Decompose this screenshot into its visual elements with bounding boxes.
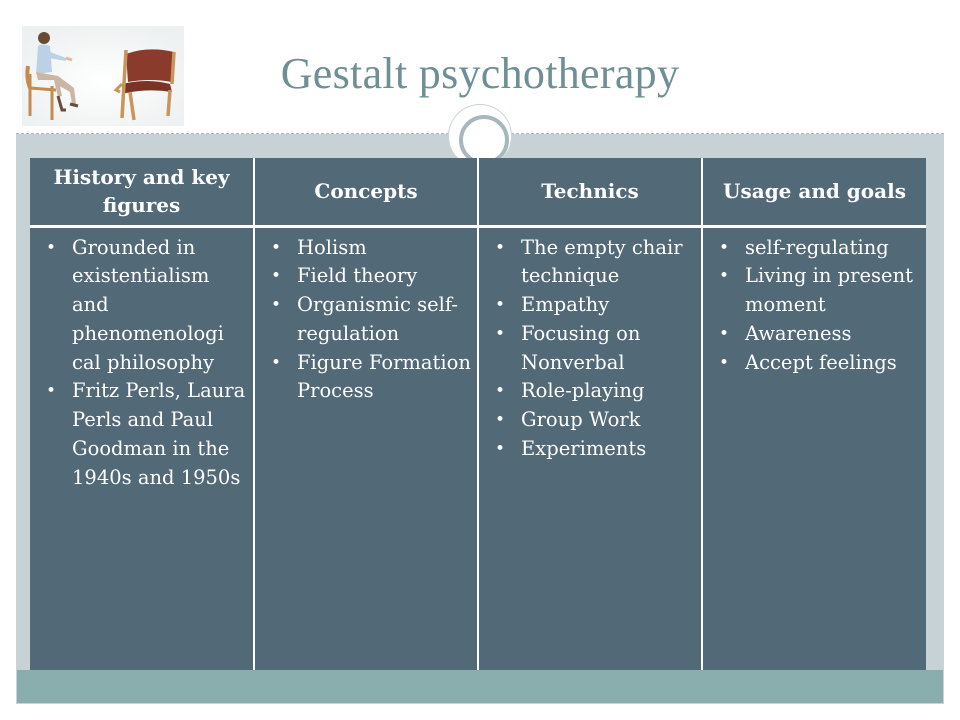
list-item: Living in present moment [715,262,922,320]
list-item: Role-playing [491,377,697,406]
column-header-concepts: Concepts [254,158,479,228]
history-list: Grounded in existentialism and phenomeno… [42,234,249,493]
list-item: Fritz Perls, Laura Perls and Paul Goodma… [42,377,249,492]
list-item: Accept feelings [715,349,922,378]
slide-title: Gestalt psychotherapy [280,49,680,98]
history-cell: Grounded in existentialism and phenomeno… [30,226,255,670]
technics-list: The empty chair technique Empathy Focusi… [491,234,697,464]
list-item: Empathy [491,291,697,320]
list-item: Holism [267,234,473,263]
column-header-usage: Usage and goals [702,158,926,228]
column-header-technics: Technics [478,158,703,228]
list-item: Figure Formation Process [267,349,473,407]
table-header-row: History and key figures Concepts Technic… [30,158,926,228]
table-row: Grounded in existentialism and phenomeno… [30,226,926,670]
list-item: Organismic self-regulation [267,291,473,349]
concepts-list: Holism Field theory Organismic self-regu… [267,234,473,407]
therapy-session-image [22,26,184,126]
technics-cell: The empty chair technique Empathy Focusi… [478,226,703,670]
footer-bar [17,670,943,703]
list-item: The empty chair technique [491,234,697,292]
list-item: Focusing on Nonverbal [491,320,697,378]
list-item: Group Work [491,406,697,435]
usage-cell: self-regulating Living in present moment… [702,226,926,670]
concepts-cell: Holism Field theory Organismic self-regu… [254,226,479,670]
therapy-session-illustration-icon [22,26,184,126]
list-item: Grounded in existentialism and phenomeno… [42,234,249,378]
column-header-history: History and key figures [30,158,255,228]
usage-list: self-regulating Living in present moment… [715,234,922,378]
list-item: Experiments [491,435,697,464]
list-item: self-regulating [715,234,922,263]
list-item: Field theory [267,262,473,291]
list-item: Awareness [715,320,922,349]
summary-table: History and key figures Concepts Technic… [30,158,926,670]
